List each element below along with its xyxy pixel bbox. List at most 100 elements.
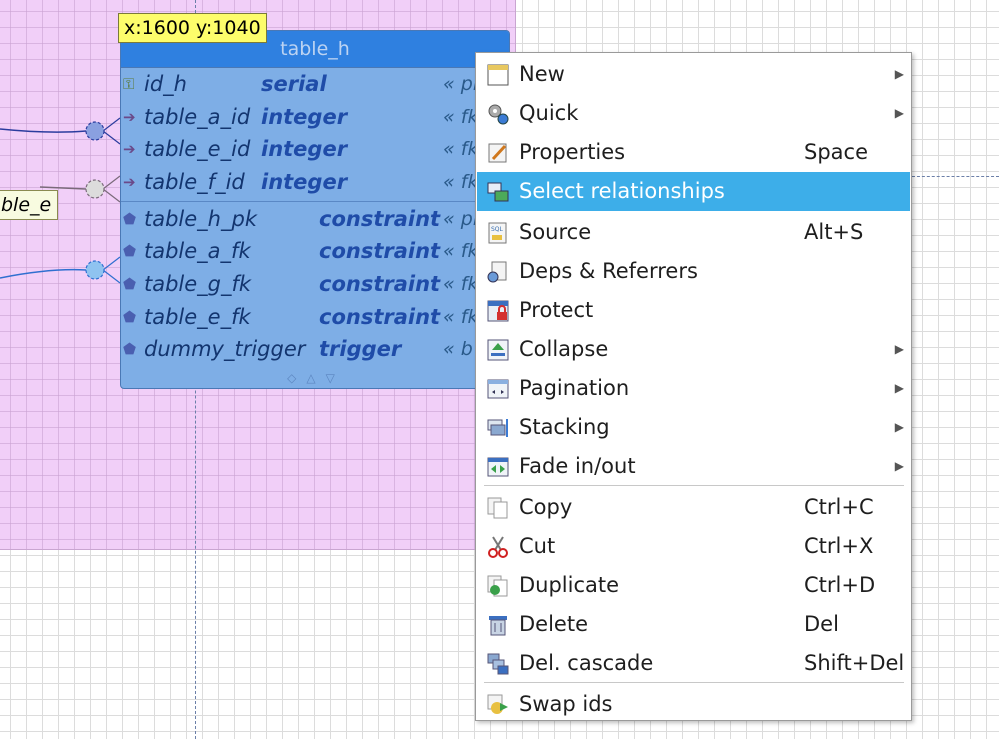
key-icon: ⚿ xyxy=(123,75,135,93)
properties-icon xyxy=(488,143,507,163)
object-kind: « fk xyxy=(443,273,479,295)
scissors-icon xyxy=(488,536,508,558)
coordinates-tooltip: x:1600 y:1040 xyxy=(118,13,267,43)
menu-item-shortcut: Ctrl+X xyxy=(804,534,874,558)
menu-item-delete-cascade[interactable]: Del. cascade Shift+Del xyxy=(477,644,910,683)
menu-item-swap-ids[interactable]: Swap ids xyxy=(477,685,910,724)
menu-item-new[interactable]: New ▶ xyxy=(477,55,910,94)
collapse-icon xyxy=(487,339,509,361)
menu-item-label: Collapse xyxy=(519,337,609,361)
sql-source-icon: SQL xyxy=(488,222,507,244)
object-name: table_h_pk xyxy=(144,207,257,231)
delete-cascade-icon xyxy=(487,653,509,675)
menu-item-source[interactable]: SQL Source Alt+S xyxy=(477,213,910,252)
column-kind: « fk xyxy=(443,171,479,193)
crow-foot-g-top xyxy=(102,256,121,271)
menu-item-label: New xyxy=(519,62,565,86)
object-name: dummy_trigger xyxy=(144,337,306,361)
crow-foot-a-top xyxy=(102,117,121,132)
lock-icon xyxy=(487,300,509,322)
menu-item-delete[interactable]: Delete Del xyxy=(477,605,910,644)
menu-item-label: Fade in/out xyxy=(519,454,636,478)
menu-item-protect[interactable]: Protect xyxy=(477,291,910,330)
menu-item-label: Cut xyxy=(519,534,556,558)
menu-separator xyxy=(484,485,904,486)
context-menu[interactable]: New ▶ Quick ▶ Properties Space Select re… xyxy=(475,52,912,721)
object-type: trigger xyxy=(319,337,402,361)
menu-item-fade[interactable]: Fade in/out ▶ xyxy=(477,447,910,486)
submenu-arrow-icon: ▶ xyxy=(894,381,904,395)
table-h-box[interactable]: table_h ⚿ id_h serial « pk ➔ table_a_id … xyxy=(120,30,510,389)
object-kind: « fk xyxy=(443,240,479,262)
triangle-up-icon[interactable]: △ xyxy=(306,371,326,385)
menu-item-label: Pagination xyxy=(519,376,630,400)
object-kind: « b xyxy=(443,338,473,360)
menu-item-label: Properties xyxy=(519,140,626,164)
submenu-arrow-icon: ▶ xyxy=(894,106,904,120)
pagination-controls[interactable]: ◇△▽ xyxy=(121,367,509,388)
duplicate-icon xyxy=(487,575,508,597)
column-name: table_a_id xyxy=(144,105,251,129)
fk-arrow-icon: ➔ xyxy=(123,140,136,158)
menu-item-shortcut: Alt+S xyxy=(804,220,864,244)
menu-item-shortcut: Ctrl+C xyxy=(804,495,874,519)
triangle-down-icon[interactable]: ▽ xyxy=(325,371,345,385)
menu-item-label: Stacking xyxy=(519,415,610,439)
menu-item-label: Deps & Referrers xyxy=(519,259,698,283)
menu-item-label: Copy xyxy=(519,495,573,519)
object-type: constraint xyxy=(319,207,441,231)
menu-item-label: Delete xyxy=(519,612,588,636)
menu-item-cut[interactable]: Cut Ctrl+X xyxy=(477,527,910,566)
crow-foot-g-bottom xyxy=(102,269,121,284)
column-row-table-a-id[interactable]: ➔ table_a_id integer « fk xyxy=(121,101,509,133)
menu-item-copy[interactable]: Copy Ctrl+C xyxy=(477,488,910,527)
column-row-id-h[interactable]: ⚿ id_h serial « pk xyxy=(121,68,509,100)
menu-item-stacking[interactable]: Stacking ▶ xyxy=(477,408,910,447)
constraint-row-table-g-fk[interactable]: ⬟ table_g_fk constraint « fk xyxy=(121,268,509,300)
horizontal-guide-line xyxy=(912,176,999,177)
menu-item-collapse[interactable]: Collapse ▶ xyxy=(477,330,910,369)
crow-foot-f-bottom xyxy=(102,188,121,203)
constraint-row-table-a-fk[interactable]: ⬟ table_a_fk constraint « fk xyxy=(121,235,509,267)
constraint-row-table-e-fk[interactable]: ⬟ table_e_fk constraint « fk xyxy=(121,301,509,333)
menu-item-pagination[interactable]: Pagination ▶ xyxy=(477,369,910,408)
menu-item-duplicate[interactable]: Duplicate Ctrl+D xyxy=(477,566,910,605)
menu-item-properties[interactable]: Properties Space xyxy=(477,133,910,172)
column-kind: « fk xyxy=(443,138,479,160)
stacking-icon xyxy=(487,419,508,437)
column-type: integer xyxy=(261,105,348,129)
column-type: integer xyxy=(261,170,348,194)
pagination-icon xyxy=(487,379,509,399)
column-type: integer xyxy=(261,137,348,161)
menu-item-label: Del. cascade xyxy=(519,651,654,675)
menu-item-select-relationships[interactable]: Select relationships xyxy=(477,172,910,211)
column-kind: « fk xyxy=(443,106,479,128)
new-object-icon xyxy=(487,64,509,86)
column-type: serial xyxy=(261,72,327,96)
constraint-row-table-h-pk[interactable]: ⬟ table_h_pk constraint « pk xyxy=(121,203,509,235)
menu-item-quick[interactable]: Quick ▶ xyxy=(477,94,910,133)
relationship-point-f xyxy=(85,179,105,199)
select-relationships-icon xyxy=(487,182,509,202)
dependencies-icon xyxy=(487,261,507,283)
relationship-line-table-f xyxy=(39,186,87,190)
menu-item-shortcut: Shift+Del xyxy=(804,651,905,675)
column-row-table-f-id[interactable]: ➔ table_f_id integer « fk xyxy=(121,166,509,198)
fk-arrow-icon: ➔ xyxy=(123,173,136,191)
relationship-point-g xyxy=(85,260,105,280)
swap-ids-icon xyxy=(487,694,508,714)
trigger-row-dummy-trigger[interactable]: ⬟ dummy_trigger trigger « b xyxy=(121,333,509,365)
constraint-icon: ⬟ xyxy=(123,242,137,260)
diamond-icon[interactable]: ◇ xyxy=(287,371,307,385)
submenu-arrow-icon: ▶ xyxy=(894,67,904,81)
relationship-line-table-a xyxy=(0,128,87,133)
column-row-table-e-id[interactable]: ➔ table_e_id integer « fk xyxy=(121,133,509,165)
object-kind: « fk xyxy=(443,306,479,328)
relationship-label[interactable]: ble_e xyxy=(0,190,59,220)
object-type: constraint xyxy=(319,305,441,329)
fk-arrow-icon: ➔ xyxy=(123,108,136,126)
submenu-arrow-icon: ▶ xyxy=(894,459,904,473)
menu-item-deps-referrers[interactable]: Deps & Referrers xyxy=(477,252,910,291)
